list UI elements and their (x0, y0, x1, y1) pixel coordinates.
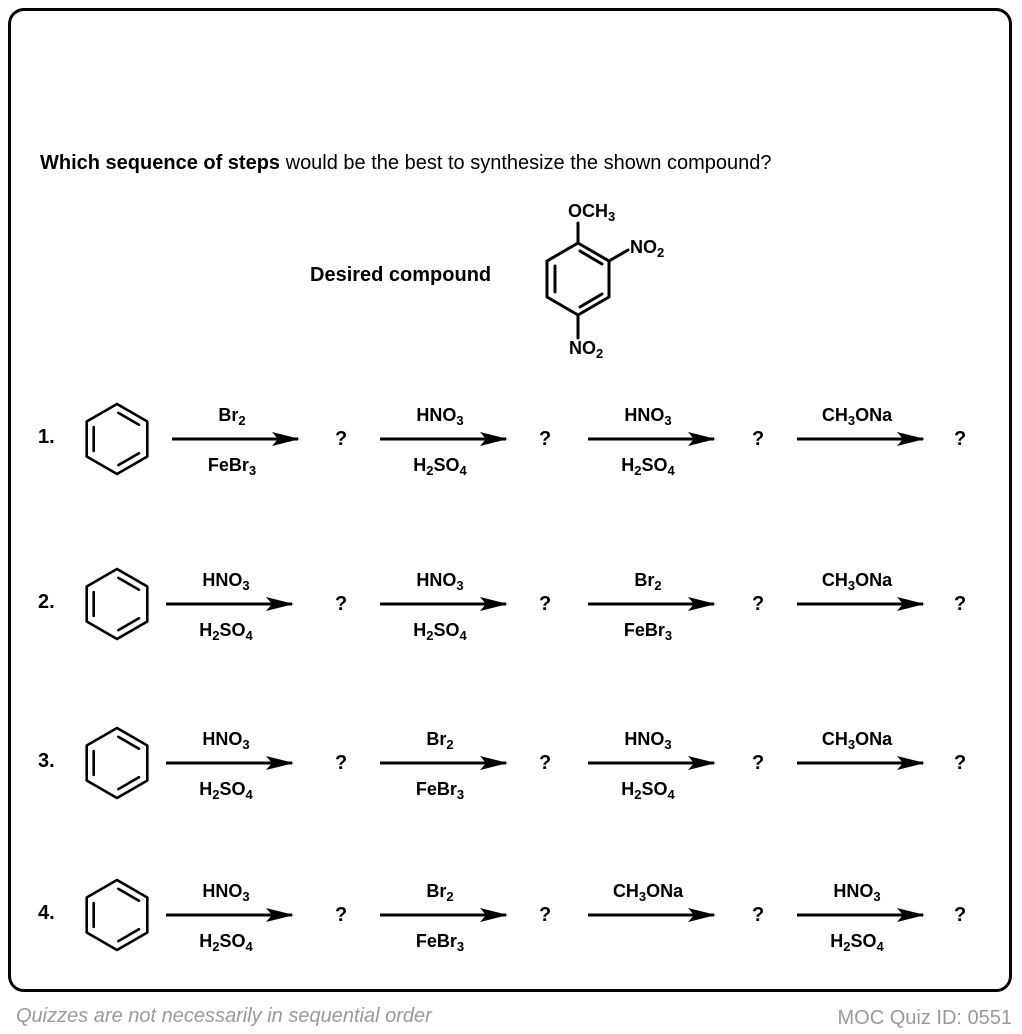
unknown-product-marker: ? (335, 593, 348, 615)
reagent-above: CH3ONa (821, 729, 893, 752)
reagent-below: FeBr3 (415, 931, 465, 954)
question-rest: would be the best to synthesize the show… (280, 152, 772, 174)
unknown-product-marker: ? (335, 904, 348, 926)
unknown-product-marker: ? (954, 593, 967, 615)
reagent-above: HNO3 (416, 405, 464, 428)
unknown-product-marker: ? (539, 904, 552, 926)
reagent-below: H2SO4 (413, 455, 467, 478)
footer-note: Quizzes are not necessarily in sequentia… (16, 1005, 432, 1027)
benzene-double-bond (117, 887, 141, 903)
unknown-product-marker: ? (752, 752, 765, 774)
reagent-above: HNO3 (202, 881, 250, 904)
bond-nitro-ortho (607, 248, 630, 263)
reagent-below: H2SO4 (830, 931, 884, 954)
unknown-product-marker: ? (539, 428, 552, 450)
benzene-structure (85, 567, 149, 641)
reagent-above: HNO3 (624, 405, 672, 428)
substituent-methoxy: OCH3 (568, 201, 616, 224)
benzene-double-bond (117, 616, 141, 632)
question-text: Which sequence of steps would be the bes… (40, 152, 772, 175)
reagent-above: HNO3 (202, 570, 250, 593)
benzene-double-bond (117, 775, 141, 791)
reagent-above: HNO3 (833, 881, 881, 904)
reagent-below: FeBr3 (623, 620, 673, 643)
unknown-product-marker: ? (539, 593, 552, 615)
reagent-above: HNO3 (416, 570, 464, 593)
option-number: 1. (38, 426, 55, 448)
question-bold: Which sequence of steps (40, 152, 281, 174)
benzene-double-bond (117, 451, 141, 467)
reagent-above: Br2 (426, 881, 454, 904)
unknown-product-marker: ? (335, 752, 348, 774)
reagent-above: HNO3 (202, 729, 250, 752)
unknown-product-marker: ? (954, 428, 967, 450)
option-number: 2. (38, 591, 55, 613)
reagent-below: FeBr3 (415, 779, 465, 802)
benzene-double-bond (117, 735, 141, 751)
reagent-below: H2SO4 (413, 620, 467, 643)
reagent-above: CH3ONa (821, 405, 893, 428)
reagent-below: H2SO4 (621, 455, 675, 478)
reagent-below: H2SO4 (621, 779, 675, 802)
unknown-product-marker: ? (752, 904, 765, 926)
benzene-structure (85, 878, 149, 952)
option-number: 4. (38, 902, 55, 924)
substituent-nitro-para: NO2 (569, 338, 604, 361)
option-number: 3. (38, 750, 55, 772)
benzene-ring (85, 878, 149, 952)
reagent-below: H2SO4 (199, 931, 253, 954)
benzene-structure (85, 726, 149, 800)
reagent-above: Br2 (634, 570, 662, 593)
target-double-bond (578, 249, 604, 266)
reagent-above: Br2 (426, 729, 454, 752)
benzene-ring (85, 726, 149, 800)
unknown-product-marker: ? (752, 428, 765, 450)
quiz-id: MOC Quiz ID: 0551 (837, 1007, 1012, 1029)
unknown-product-marker: ? (335, 428, 348, 450)
unknown-product-marker: ? (752, 593, 765, 615)
reagent-above: CH3ONa (612, 881, 684, 904)
desired-compound-label: Desired compound (310, 264, 492, 286)
reagent-above: CH3ONa (821, 570, 893, 593)
quiz-frame (8, 8, 1012, 992)
reagent-above: Br2 (218, 405, 246, 428)
benzene-double-bond (117, 411, 141, 427)
reagent-below: FeBr3 (207, 455, 257, 478)
unknown-product-marker: ? (954, 752, 967, 774)
benzene-double-bond (117, 927, 141, 943)
reagent-below: H2SO4 (199, 620, 253, 643)
unknown-product-marker: ? (954, 904, 967, 926)
reagent-below: H2SO4 (199, 779, 253, 802)
substituent-nitro-ortho: NO2 (630, 237, 665, 260)
benzene-structure (85, 402, 149, 476)
reagent-above: HNO3 (624, 729, 672, 752)
unknown-product-marker: ? (539, 752, 552, 774)
benzene-double-bond (117, 576, 141, 592)
target-double-bond (578, 292, 604, 309)
benzene-ring (85, 567, 149, 641)
target-molecule-structure (545, 221, 630, 340)
benzene-ring (85, 402, 149, 476)
